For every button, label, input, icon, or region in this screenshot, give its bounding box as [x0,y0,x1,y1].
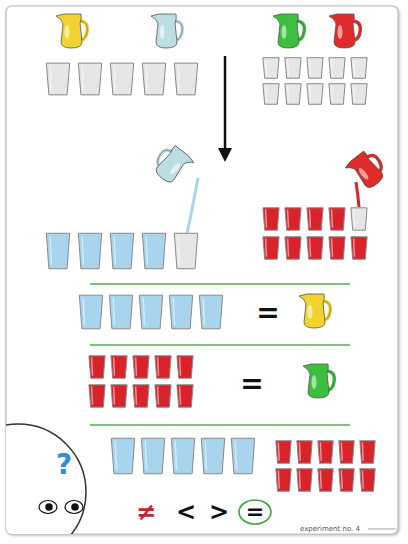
green-jug [273,14,304,48]
blue-cups [111,438,254,473]
red-cups [89,356,193,407]
down-arrow [224,56,227,150]
equals-sign: = [246,501,264,523]
less-than-sign: < [176,500,196,524]
pouring-red-jug [344,147,390,193]
red-stream [356,182,359,207]
yellow-jug [299,294,330,328]
equals-sign: = [240,370,263,398]
red-jug [329,14,360,48]
not-equal-sign: ≠ [136,500,156,524]
blue-cups [46,233,165,268]
frame [6,6,398,534]
separator [90,283,350,285]
green-jug [303,364,334,398]
experiment-number: experiment no. 4 [300,526,360,533]
arrow-head [218,148,232,162]
question-mark: ? [56,451,72,479]
separator [90,424,350,426]
equals-sign: = [256,299,279,327]
empty-cup [174,233,197,268]
empty-cups [46,58,367,105]
separator [90,344,350,346]
pouring-jug [149,142,195,188]
water-stream [187,178,198,234]
blue-jug [151,14,182,48]
yellow-jug [56,14,87,48]
empty-cup [351,208,367,230]
red-cups [263,208,367,259]
thinking-face [6,424,86,534]
answer-circle [239,500,271,524]
blue-cups [79,295,222,329]
footer-rule [368,529,396,530]
greater-than-sign: > [209,500,229,524]
red-cups [276,441,375,491]
